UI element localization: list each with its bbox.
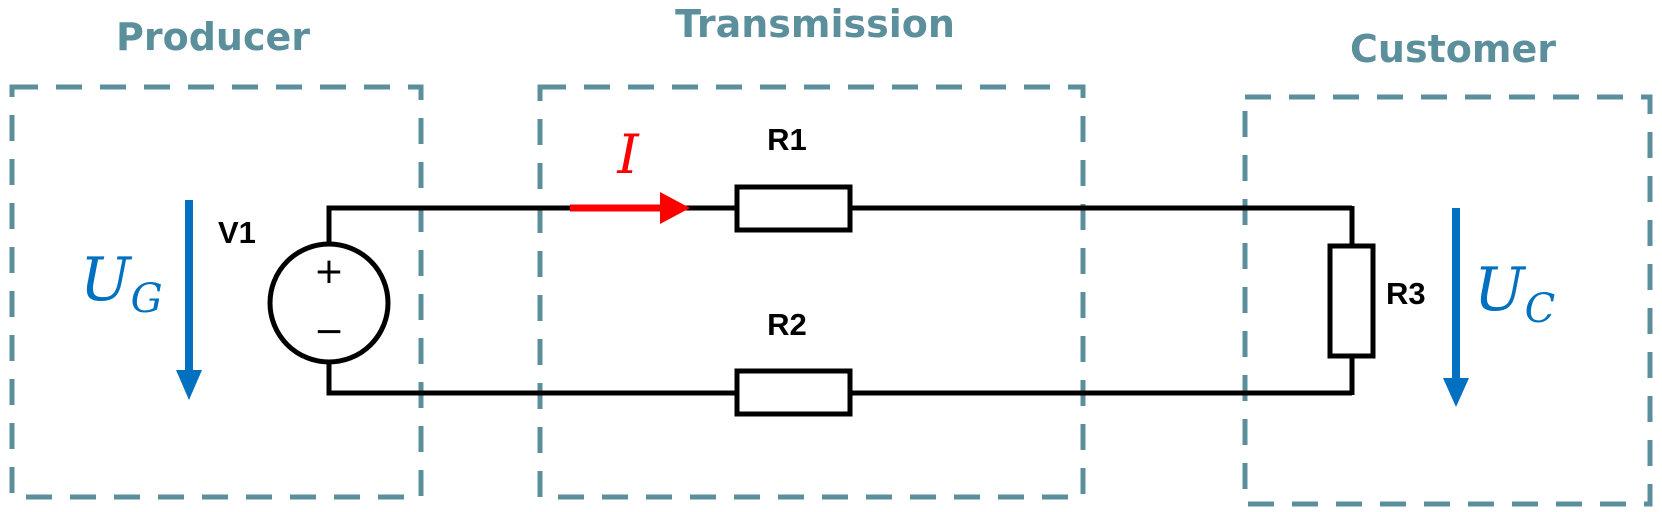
current-arrow xyxy=(570,192,690,224)
producer-section-box xyxy=(9,84,424,500)
r1-label: R1 xyxy=(767,122,807,157)
v1-label: V1 xyxy=(218,215,256,250)
resistor-r2 xyxy=(734,368,853,417)
voltage-source-v1: + − xyxy=(267,241,391,365)
circuit-wires xyxy=(326,205,1355,396)
source-lower-lead xyxy=(326,362,737,396)
customer-voltage-symbol: U xyxy=(1474,255,1527,325)
customer-voltage-subscript: C xyxy=(1525,286,1556,332)
customer-voltage-arrow xyxy=(1443,208,1469,407)
current-label: I xyxy=(616,123,640,186)
generator-voltage-label: UG xyxy=(80,245,163,322)
transmission-section-box xyxy=(537,84,1086,500)
resistor-r3 xyxy=(1327,243,1376,359)
minus-sign: − xyxy=(314,311,344,352)
customer-title: Customer xyxy=(1350,27,1556,71)
generator-voltage-arrow xyxy=(176,200,202,400)
customer-section-box xyxy=(1242,94,1653,507)
generator-voltage-subscript: G xyxy=(131,276,163,322)
plus-sign: + xyxy=(314,251,344,292)
customer-voltage-label: UC xyxy=(1474,255,1555,332)
producer-title: Producer xyxy=(116,15,310,59)
voltage-source-circle xyxy=(267,241,391,365)
generator-voltage-symbol: U xyxy=(80,245,133,315)
r2-label: R2 xyxy=(767,307,807,342)
transmission-title: Transmission xyxy=(675,2,955,46)
r3-label: R3 xyxy=(1386,276,1426,311)
resistor-r1 xyxy=(734,184,853,233)
